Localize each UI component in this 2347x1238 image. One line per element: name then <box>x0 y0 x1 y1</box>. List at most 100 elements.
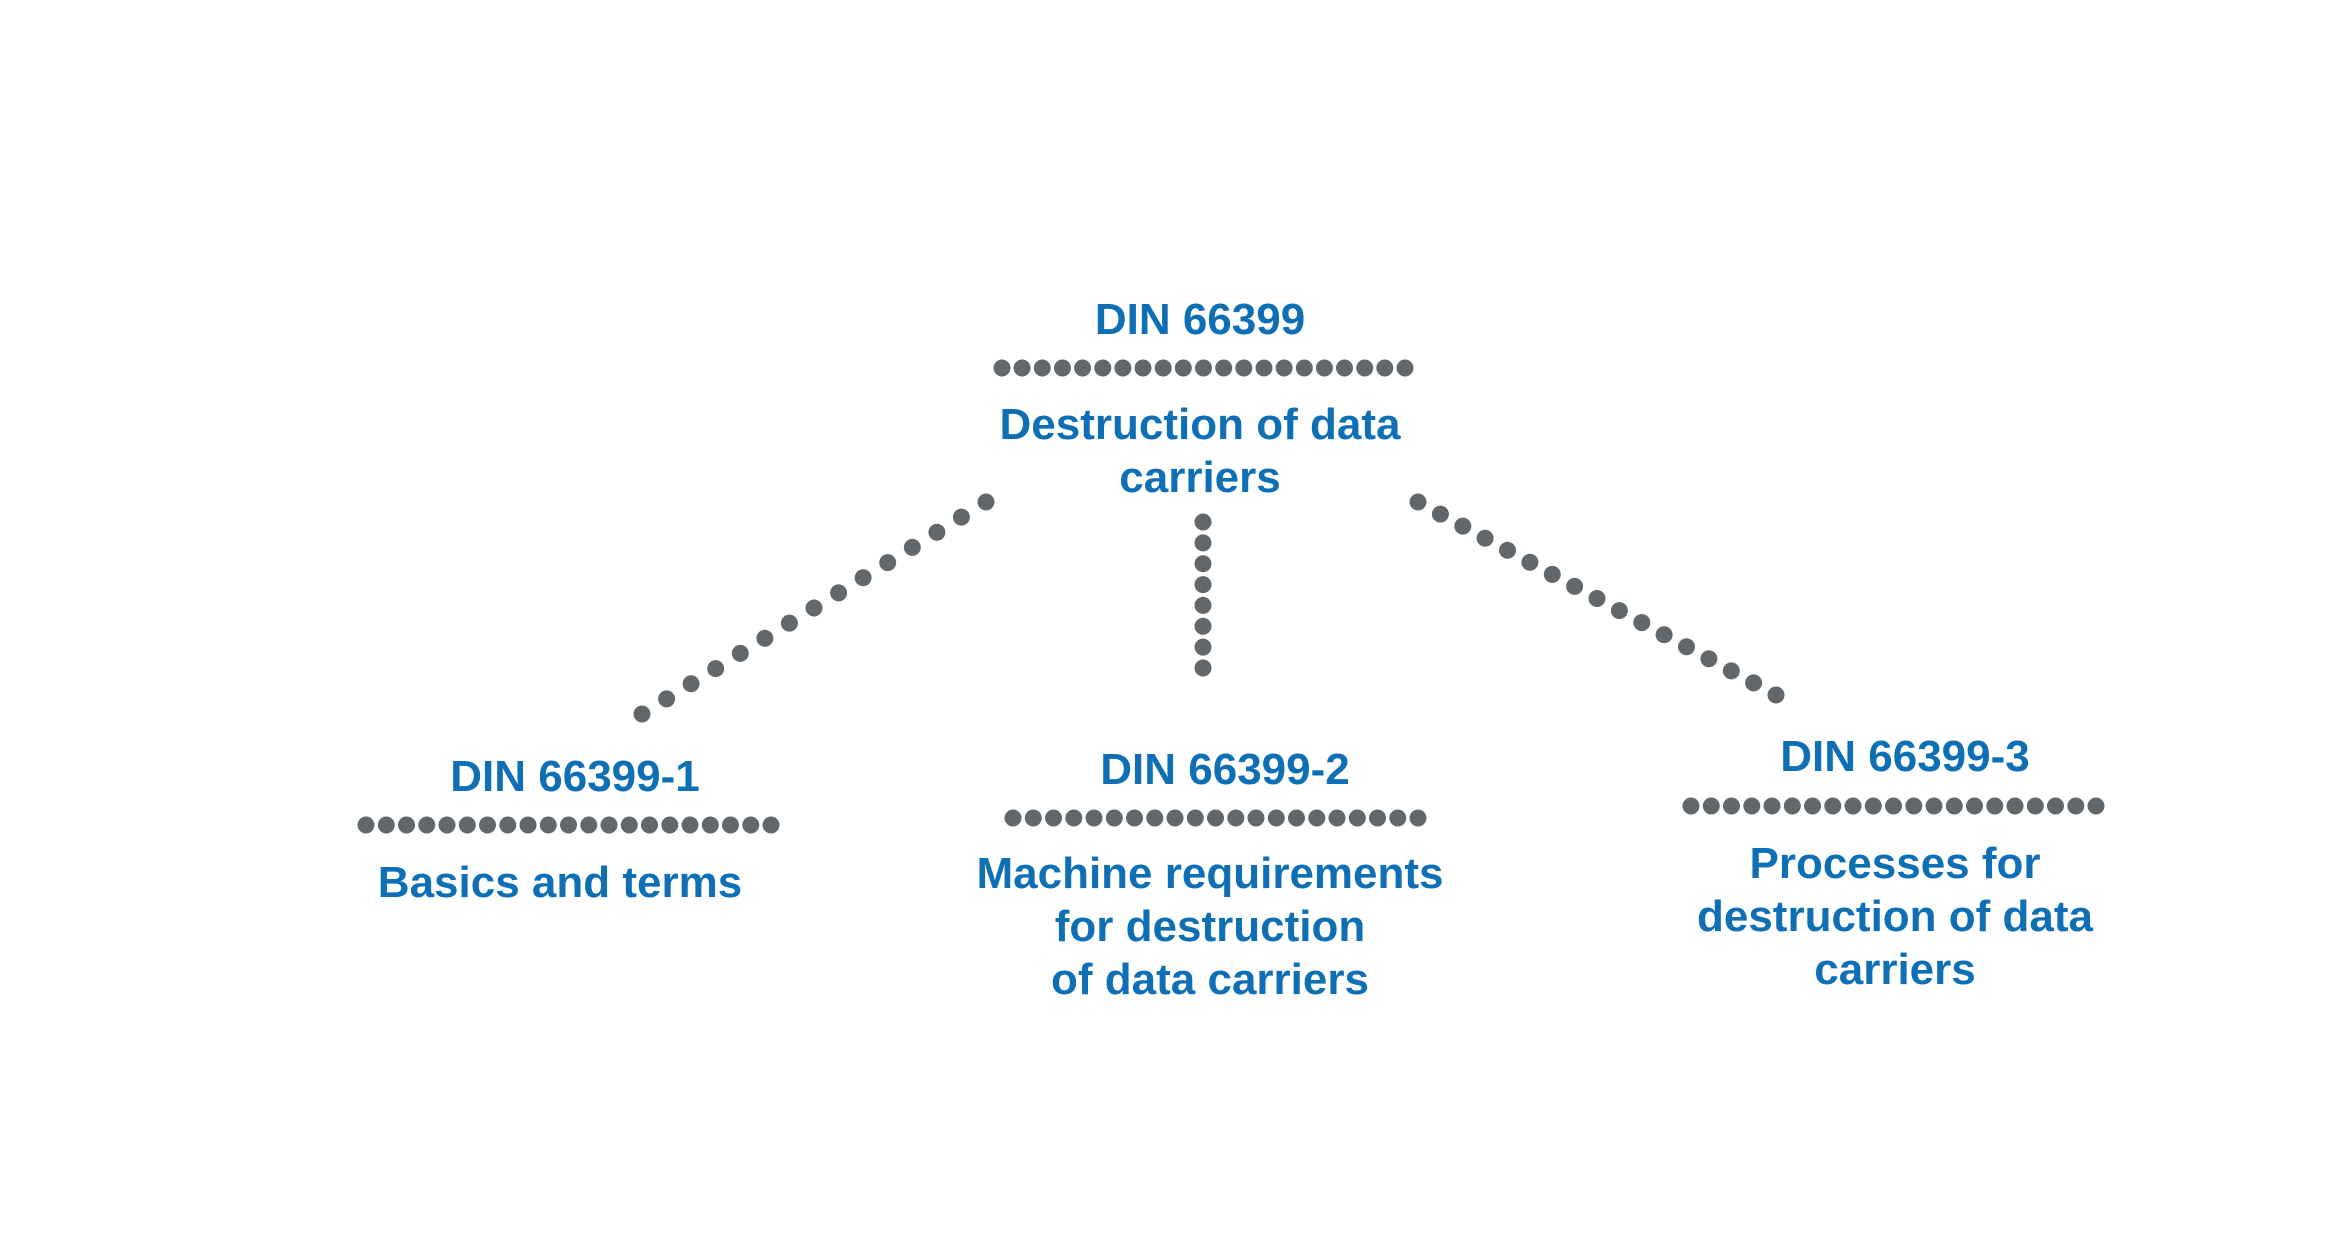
dot <box>1024 809 1042 827</box>
dot <box>600 816 618 834</box>
dot <box>418 816 436 834</box>
dot <box>641 816 658 834</box>
dot <box>1194 576 1212 594</box>
dot <box>1255 359 1273 377</box>
dot <box>742 816 760 834</box>
connector-root-to-child-2 <box>1194 513 1212 677</box>
dot <box>977 493 995 511</box>
dot <box>952 508 970 526</box>
connector-root-to-child-3 <box>1409 493 1785 704</box>
dot <box>707 660 725 678</box>
dot <box>1065 809 1083 827</box>
dot <box>658 690 676 708</box>
dot <box>854 569 872 587</box>
dot <box>2067 797 2085 815</box>
dot <box>1885 797 1902 815</box>
dot <box>1376 359 1394 377</box>
dot <box>780 614 798 632</box>
dot <box>1763 797 1781 815</box>
dot <box>1905 797 1923 815</box>
dot <box>1655 626 1673 644</box>
dot <box>661 816 679 834</box>
dot <box>1085 809 1103 827</box>
dot <box>1227 809 1245 827</box>
dot <box>1275 359 1293 377</box>
dot <box>731 644 749 662</box>
dot <box>438 816 456 834</box>
dot <box>1476 529 1494 547</box>
child-3-separator <box>1682 797 2105 815</box>
dot <box>1194 638 1212 656</box>
dot <box>1543 565 1561 583</box>
dot <box>2087 797 2105 815</box>
dot <box>1499 541 1516 559</box>
dot <box>1783 797 1801 815</box>
child-2-description: Machine requirements for destruction of … <box>976 849 1444 1004</box>
dot <box>1824 797 1842 815</box>
dot <box>1356 359 1374 377</box>
dot <box>458 816 476 834</box>
dot <box>1700 650 1718 668</box>
dot <box>1195 359 1212 377</box>
dot <box>1566 577 1584 595</box>
dot <box>560 816 577 834</box>
dot <box>1146 809 1164 827</box>
dot <box>1966 797 1983 815</box>
dot <box>805 599 823 617</box>
dot <box>1678 638 1695 656</box>
dot <box>1295 359 1313 377</box>
dot <box>1409 493 1427 511</box>
dot <box>1315 359 1333 377</box>
dot <box>1126 809 1143 827</box>
dot <box>1194 534 1212 552</box>
dot <box>1134 359 1152 377</box>
dot <box>681 816 699 834</box>
dot <box>682 675 700 693</box>
dot <box>1702 797 1720 815</box>
child-2-separator <box>1004 809 1427 827</box>
dot <box>1166 809 1184 827</box>
dot <box>1431 505 1449 523</box>
dot <box>1369 809 1386 827</box>
dot <box>2047 797 2064 815</box>
dot <box>1767 686 1785 704</box>
dot <box>1396 359 1414 377</box>
dot <box>499 816 517 834</box>
dot <box>357 816 375 834</box>
dot <box>1186 809 1204 827</box>
dot <box>2026 797 2044 815</box>
dot <box>620 816 638 834</box>
dot <box>1194 555 1212 573</box>
dot <box>1454 517 1472 535</box>
dot <box>1389 809 1407 827</box>
child-2-title: DIN 66399-2 <box>1100 745 1350 794</box>
dot <box>1743 797 1761 815</box>
dot <box>1194 596 1212 614</box>
dot <box>1215 359 1233 377</box>
dot <box>1945 797 1963 815</box>
dot <box>1114 359 1132 377</box>
dot <box>1610 602 1628 620</box>
dot <box>1682 797 1700 815</box>
dot <box>1154 359 1172 377</box>
dotted-lines <box>357 359 2105 834</box>
dot <box>756 629 774 647</box>
dot <box>1074 359 1092 377</box>
connector-root-to-child-1 <box>633 493 995 723</box>
child-1-title: DIN 66399-1 <box>450 752 700 801</box>
dot <box>1194 617 1212 635</box>
dot <box>1308 809 1326 827</box>
dot <box>1105 809 1123 827</box>
dot <box>1328 809 1346 827</box>
dot <box>633 705 651 723</box>
dot <box>762 816 780 834</box>
dot <box>1094 359 1112 377</box>
dot <box>1235 359 1253 377</box>
dot <box>1723 797 1740 815</box>
dot <box>1521 553 1539 571</box>
root-title: DIN 66399 <box>1094 295 1306 344</box>
dot <box>1054 359 1071 377</box>
dot <box>2006 797 2024 815</box>
dot <box>879 554 897 572</box>
dot <box>1986 797 2004 815</box>
